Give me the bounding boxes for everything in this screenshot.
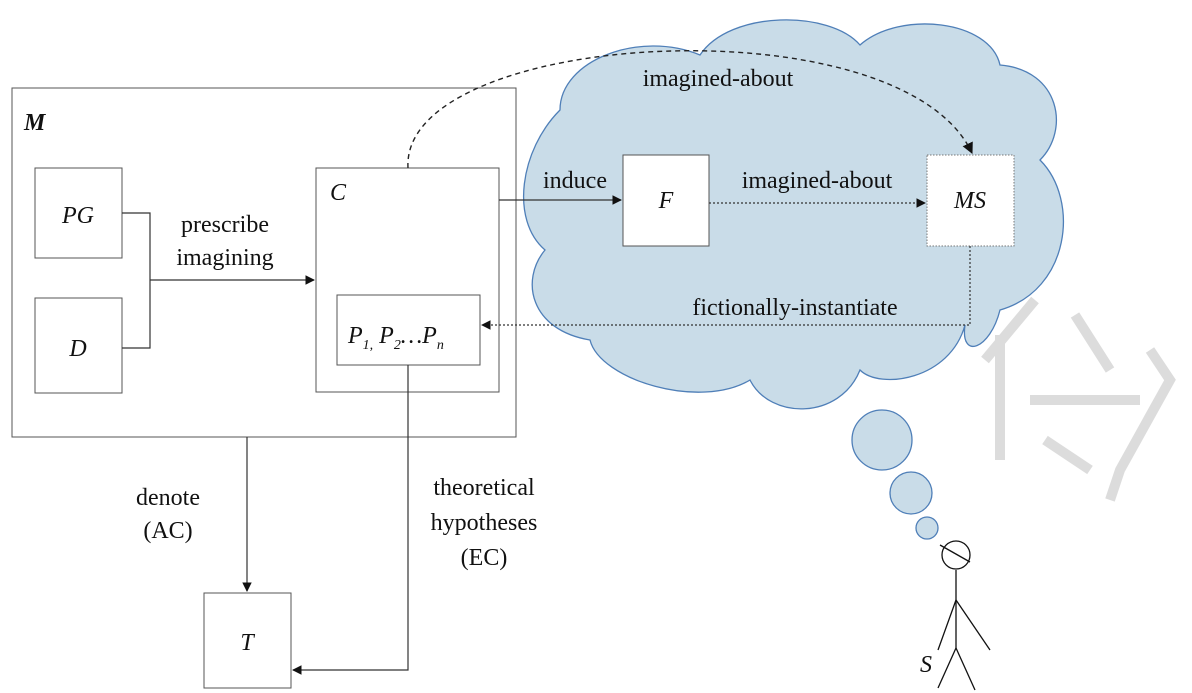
label-EC: (EC) <box>461 545 508 571</box>
box-MS <box>926 154 1015 247</box>
box-D <box>34 297 123 394</box>
label-induce: induce <box>543 168 607 194</box>
label-imagined-about-mid: imagined-about <box>742 168 893 194</box>
label-PG: PG <box>61 203 94 229</box>
box-PG <box>34 167 123 259</box>
thought-bubbles <box>851 409 939 540</box>
box-T <box>203 592 292 689</box>
label-P: P1, P2…Pn <box>347 323 444 353</box>
edge-fictionally-instantiate <box>481 246 971 330</box>
box-P <box>336 294 481 366</box>
label-imagining: imagining <box>176 245 273 271</box>
label-hypotheses: hypotheses <box>431 510 538 536</box>
edge-prescribe-imagining <box>122 212 315 349</box>
label-imagined-about-top: imagined-about <box>643 66 794 92</box>
watermark <box>981 296 1176 502</box>
label-prescribe: prescribe <box>181 212 269 238</box>
label-theoretical: theoretical <box>433 475 535 501</box>
label-S: S <box>920 652 932 678</box>
box-F <box>622 154 710 247</box>
label-AC: (AC) <box>143 518 192 544</box>
label-D: D <box>68 336 86 362</box>
label-T: T <box>240 630 255 656</box>
thought-bubble-small <box>915 516 939 540</box>
label-C: C <box>330 180 347 206</box>
label-denote: denote <box>136 485 200 511</box>
label-fictionally-instantiate: fictionally-instantiate <box>692 295 897 321</box>
thought-bubble-large <box>851 409 913 471</box>
stick-figure-icon <box>937 540 991 691</box>
thought-cloud <box>522 19 1065 410</box>
thought-bubble-medium <box>889 471 933 515</box>
label-MS: MS <box>953 188 986 214</box>
label-M: M <box>23 110 47 136</box>
edge-theoretical-hypotheses <box>292 365 409 675</box>
label-F: F <box>658 188 674 214</box>
edge-imagined-about-top <box>407 50 973 169</box>
